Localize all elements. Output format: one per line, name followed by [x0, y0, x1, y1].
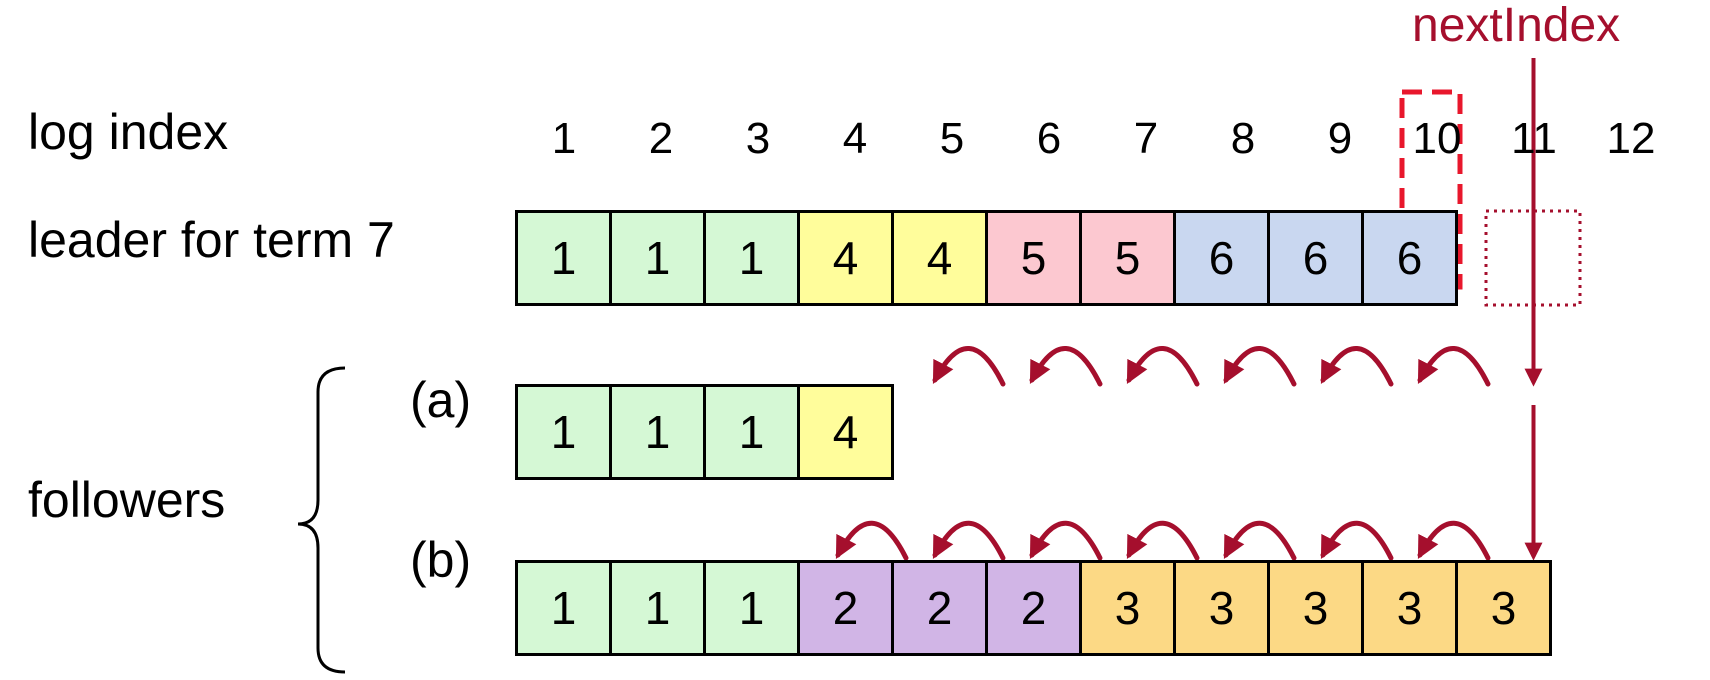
backtrack-arrow-a [1126, 346, 1200, 387]
follower-a-label: (a) [410, 372, 472, 428]
backtrack-arrow-b [1126, 520, 1200, 561]
backtrack-arrow-a [1320, 346, 1394, 387]
log-index-number: 6 [1036, 114, 1062, 163]
backtrack-arrow-a [1029, 346, 1103, 387]
log-index-number: 10 [1412, 114, 1462, 163]
leader-label: leader for term 7 [28, 212, 395, 268]
backtrack-arrow-b [1320, 520, 1394, 561]
log-index-label: log index [28, 104, 229, 160]
follower-b-log-entry: 2 [797, 560, 894, 656]
backtrack-arrow-b [835, 520, 909, 561]
log-index-number: 3 [745, 114, 771, 163]
backtrack-arrow-a [1223, 346, 1297, 387]
backtrack-arrow-b [1223, 520, 1297, 561]
leader-log-entry: 6 [1361, 210, 1458, 306]
backtrack-arrow-a [1417, 346, 1491, 387]
leader-log-entry: 4 [891, 210, 988, 306]
backtrack-arrow-a [932, 346, 1006, 387]
follower-a-log-entry: 4 [797, 384, 894, 480]
leader-log-entry: 6 [1173, 210, 1270, 306]
log-index-number: 8 [1230, 114, 1256, 163]
follower-b-log-entry: 3 [1361, 560, 1458, 656]
log-index-number: 1 [551, 114, 577, 163]
backtrack-arrow-b [1417, 520, 1491, 561]
follower-a-log-entry: 1 [609, 384, 706, 480]
follower-a-log-entry: 1 [515, 384, 612, 480]
leader-log-entry: 4 [797, 210, 894, 306]
log-index-number: 12 [1606, 114, 1656, 163]
follower-b-log-entry: 2 [985, 560, 1082, 656]
leader-log-entry: 1 [703, 210, 800, 306]
follower-b-log-entry: 1 [703, 560, 800, 656]
leader-log-entry: 1 [609, 210, 706, 306]
leader-log-entry: 6 [1267, 210, 1364, 306]
next-index-label: nextIndex [1412, 0, 1621, 52]
log-index-number: 7 [1133, 114, 1159, 163]
follower-b-log-entry: 3 [1267, 560, 1364, 656]
follower-b-log-entry: 3 [1455, 560, 1552, 656]
log-index-number: 11 [1511, 114, 1557, 163]
backtrack-arrow-b [932, 520, 1006, 561]
follower-b-label: (b) [410, 532, 472, 588]
follower-b-log-entry: 3 [1079, 560, 1176, 656]
log-index-number: 4 [842, 114, 868, 163]
follower-b-log-entry: 2 [891, 560, 988, 656]
log-index-number: 2 [648, 114, 674, 163]
log-index-number: 5 [939, 114, 965, 163]
followers-brace [297, 366, 346, 674]
followers-label: followers [28, 472, 226, 528]
follower-a-log-entry: 1 [703, 384, 800, 480]
follower-b-log-entry: 1 [609, 560, 706, 656]
leader-log-entry: 5 [1079, 210, 1176, 306]
backtrack-arrow-b [1029, 520, 1103, 561]
leader-log-entry: 5 [985, 210, 1082, 306]
follower-b-log-entry: 1 [515, 560, 612, 656]
log-index-number: 9 [1327, 114, 1353, 163]
leader-log-entry: 1 [515, 210, 612, 306]
follower-b-log-entry: 3 [1173, 560, 1270, 656]
